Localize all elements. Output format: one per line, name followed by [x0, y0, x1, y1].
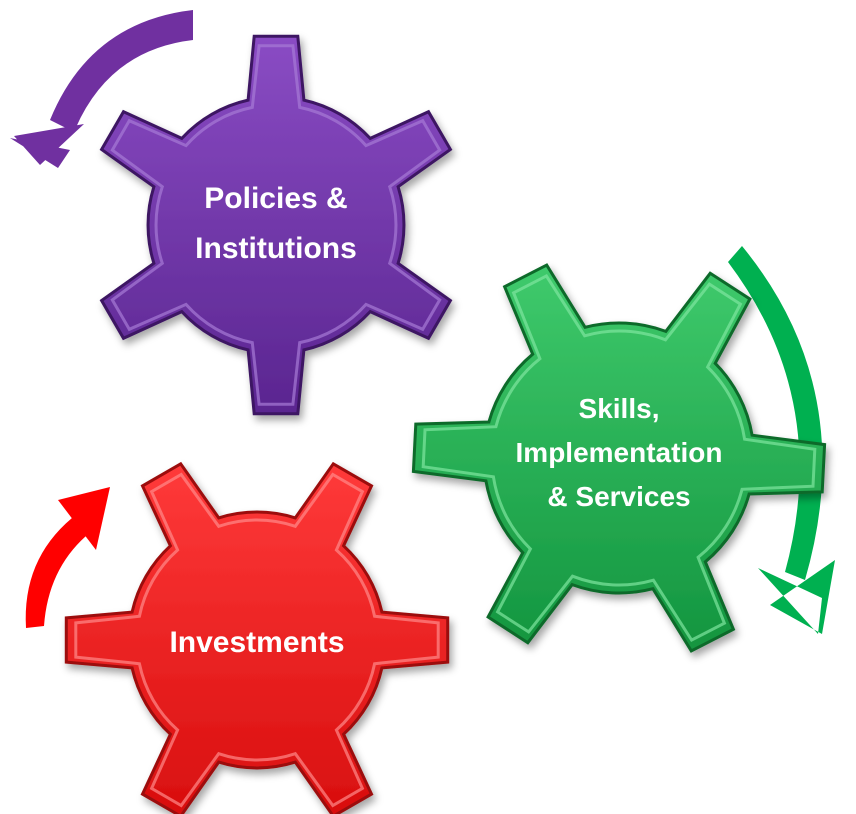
policies-label-line-2: Institutions [195, 232, 357, 265]
investments-gear-label: Investments [169, 626, 344, 659]
skills-label-line-2: Implementation [516, 437, 723, 468]
investments-arrow-body [25, 518, 86, 628]
policies-gear-body [99, 34, 453, 416]
skills-label-line-1: Skills, [579, 393, 660, 424]
skills-gear-bevel [421, 273, 817, 643]
investments-gear-body [64, 461, 450, 814]
policies-gear-label: Policies & Institutions [195, 182, 357, 265]
investments-arrow [25, 487, 110, 628]
investments-gear: Investments [64, 461, 450, 814]
skills-gear-label: Skills, Implementation & Services [516, 393, 723, 512]
skills-gear: Skills, Implementation & Services [411, 263, 827, 653]
skills-gear-body [411, 263, 827, 653]
skills-arrow-body [728, 246, 823, 580]
policies-gear-bevel [110, 44, 442, 406]
skills-label-line-3: & Services [547, 481, 690, 512]
policies-arrow-body [50, 10, 193, 132]
policies-gear: Policies & Institutions [99, 34, 453, 416]
skills-arrow [728, 246, 835, 634]
policies-arrow [10, 10, 193, 168]
skills-arrow-head [758, 560, 835, 634]
policies-arrow-head [10, 124, 84, 168]
policies-label-line-1: Policies & [204, 182, 347, 215]
investments-gear-bevel [74, 472, 440, 808]
investments-arrow-head [58, 487, 110, 550]
investments-label-line-1: Investments [169, 626, 344, 659]
